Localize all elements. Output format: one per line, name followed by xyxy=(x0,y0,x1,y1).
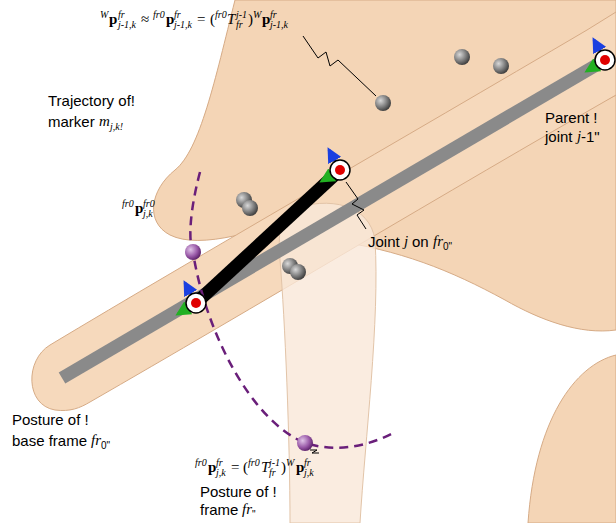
formula-term: j-1,k xyxy=(174,20,192,30)
annotation-label: frame xyxy=(200,502,238,517)
annotation-label: Joint xyxy=(368,234,400,249)
marker-sphere xyxy=(454,49,470,65)
formula-term: p xyxy=(296,460,304,475)
trajectory-arc xyxy=(190,172,395,448)
formula-term: ( xyxy=(243,460,248,475)
annotation-label: Trajectory of! xyxy=(48,93,135,108)
formula-term: = xyxy=(231,460,239,475)
formula-term: fr xyxy=(236,20,243,30)
formula-term: ( xyxy=(210,12,215,27)
marker-sphere xyxy=(290,264,306,280)
annotation-label: " xyxy=(252,510,256,520)
annotation-label: Parent ! xyxy=(545,110,598,125)
formula-term: fr0 xyxy=(122,199,134,209)
formula-term: p xyxy=(109,12,117,27)
formula-term: j,k xyxy=(143,209,153,219)
formula-term: = xyxy=(197,12,205,27)
joint-symbol xyxy=(330,160,350,180)
formula-term: fr xyxy=(216,458,223,468)
marker-sphere xyxy=(375,95,391,111)
leader-line xyxy=(346,182,366,229)
joint-symbol xyxy=(595,50,615,70)
formula-term: W xyxy=(286,458,294,468)
bone-line xyxy=(62,60,605,378)
formula-term: T xyxy=(261,460,269,475)
annotation-label: m xyxy=(99,114,110,129)
leader-line xyxy=(303,36,376,96)
formula-term: ) xyxy=(281,460,286,475)
joint-symbol xyxy=(186,293,206,313)
formula-term: ) xyxy=(248,12,253,27)
annotation-label: joint xyxy=(545,129,573,144)
thumb-shape xyxy=(528,355,616,523)
annotation-label: marker xyxy=(48,114,95,129)
annotation-label: fr xyxy=(433,234,443,249)
annotation-label: 0" xyxy=(101,441,110,451)
formula-term: j-1 xyxy=(236,10,247,20)
formula-term: j-1,k xyxy=(270,20,288,30)
marker-sphere xyxy=(242,200,258,216)
annotation-label: fr xyxy=(91,433,101,448)
formula-term: T xyxy=(227,12,235,27)
formula-term: j-1 xyxy=(269,458,280,468)
formula-term: W xyxy=(253,10,261,20)
annotation-label: j xyxy=(404,234,408,249)
annotation-label: Posture of ! xyxy=(200,484,277,499)
formula-term: fr0 xyxy=(143,199,155,209)
formula-term: W xyxy=(100,10,108,20)
formula-term: fr0 xyxy=(195,458,207,468)
formula-term: p xyxy=(262,12,270,27)
annotation-label: 0" xyxy=(443,242,452,252)
annotation-label: j xyxy=(577,129,581,144)
formula-term: j,k xyxy=(304,468,314,478)
formula-term: fr0 xyxy=(215,10,227,20)
annotation-label: Posture of ! xyxy=(12,412,89,427)
formula-term: p xyxy=(166,12,174,27)
marker-sphere-traced xyxy=(297,435,313,451)
formula-term: p xyxy=(208,460,216,475)
formula-term: fr xyxy=(270,10,277,20)
annotation-label: on xyxy=(412,234,429,249)
marker-sphere-traced xyxy=(185,244,201,260)
annotation-label: j,k! xyxy=(110,122,123,132)
leader-line xyxy=(310,450,319,453)
annotation-label: base frame xyxy=(12,433,87,448)
bent-finger xyxy=(279,203,376,523)
formula-term: fr xyxy=(304,458,311,468)
formula-term: j,k xyxy=(216,468,226,478)
marker-sphere xyxy=(493,58,509,74)
formula-term: ≈ xyxy=(141,12,149,27)
formula-term: fr0 xyxy=(248,458,260,468)
formula-term: fr xyxy=(269,468,276,478)
formula-term: fr0 xyxy=(153,10,165,20)
annotation-label: fr xyxy=(242,502,252,517)
formula-term: j-1,k xyxy=(118,20,136,30)
formula-term: fr xyxy=(174,10,181,20)
annotation-label: -1" xyxy=(581,129,600,144)
bone-segment xyxy=(196,170,340,303)
formula-term: fr xyxy=(118,10,125,20)
formula-term: p xyxy=(135,201,143,216)
